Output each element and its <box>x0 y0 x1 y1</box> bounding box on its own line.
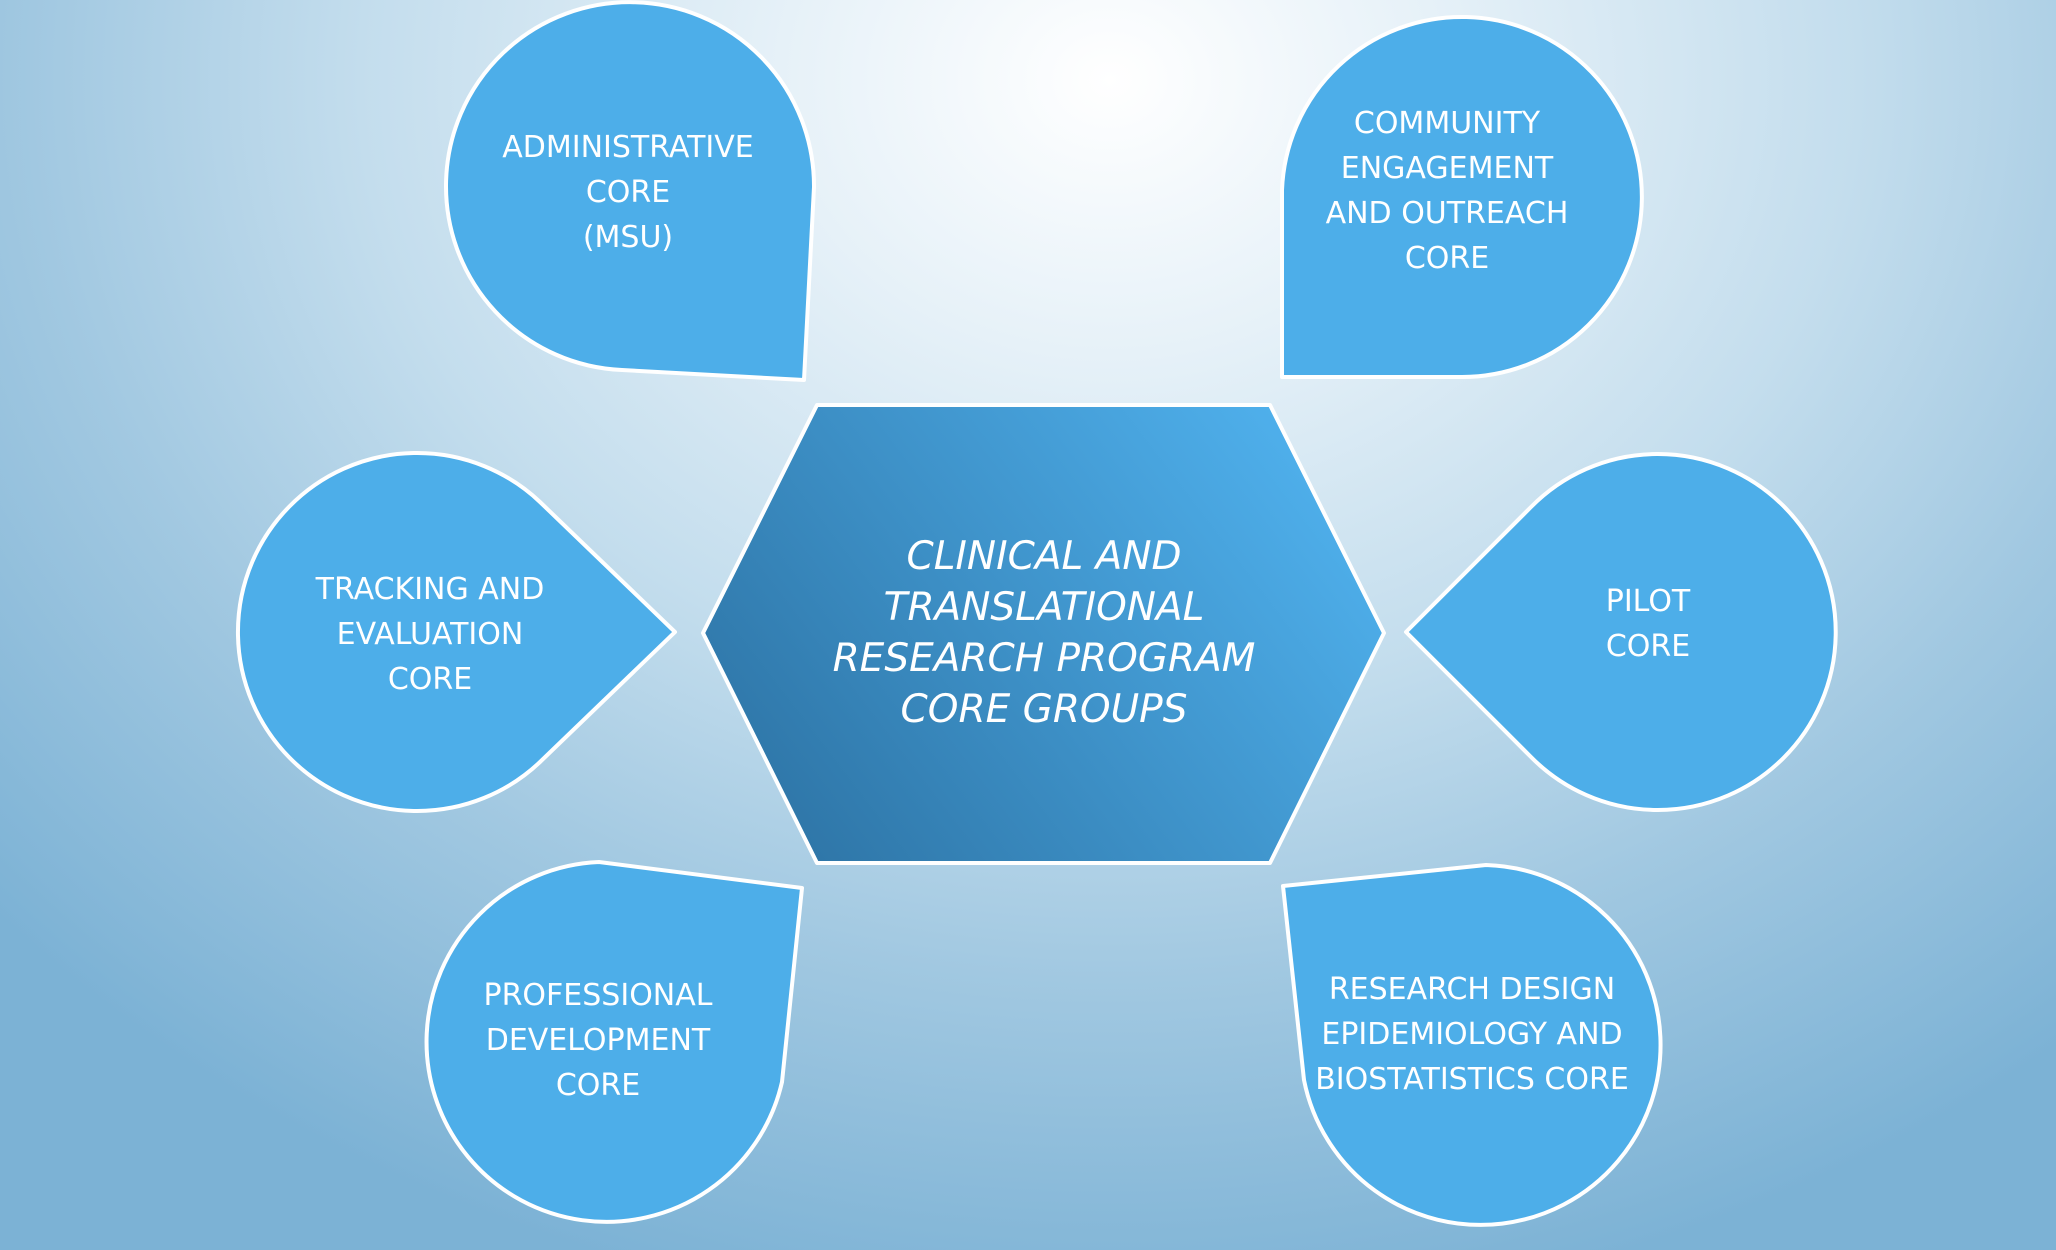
core-label-line: CORE <box>555 1067 641 1103</box>
core-label-line: CORE <box>1404 241 1490 276</box>
administrative-core-label: ADMINISTRATIVE CORE (MSU) <box>468 122 788 262</box>
research-design-core-shape <box>1281 863 1663 1227</box>
core-label-line: EVALUATION <box>336 616 524 652</box>
center-title-line: TRANSLATIONAL <box>883 585 1205 630</box>
core-label-line: RESEARCH DESIGN <box>1328 971 1616 1007</box>
core-label-line: COMMUNITY <box>1353 106 1541 141</box>
core-label-line: CORE <box>1605 629 1691 664</box>
tracking-evaluation-core-shape <box>236 451 677 813</box>
core-label-line: ADMINISTRATIVE <box>502 129 754 165</box>
core-label-line: PILOT <box>1605 584 1691 619</box>
core-label-line: BIOSTATISTICS CORE <box>1315 1061 1629 1097</box>
pilot-core-shape <box>1404 452 1838 812</box>
core-label-line: TRACKING AND <box>315 571 545 607</box>
professional-development-core-shape <box>424 860 804 1224</box>
core-label-line: (MSU) <box>582 219 674 255</box>
center-title-line: RESEARCH PROGRAM <box>832 636 1256 681</box>
core-label-line: PROFESSIONAL <box>483 977 713 1013</box>
center-title-line: CLINICAL AND <box>906 534 1182 579</box>
administrative-core-shape <box>444 0 817 382</box>
core-label-line: AND OUTREACH <box>1325 196 1569 231</box>
core-label-line: EPIDEMIOLOGY AND <box>1321 1016 1623 1052</box>
tracking-evaluation-core-label: TRACKING AND EVALUATION CORE <box>270 564 590 704</box>
center-title-line: CORE GROUPS <box>900 687 1188 732</box>
professional-development-core-label: PROFESSIONAL DEVELOPMENT CORE <box>438 970 758 1110</box>
research-design-core-label: RESEARCH DESIGN EPIDEMIOLOGY AND BIOSTAT… <box>1292 964 1652 1104</box>
center-title: CLINICAL AND TRANSLATIONAL RESEARCH PROG… <box>778 520 1310 746</box>
center-hexagon <box>701 403 1386 865</box>
core-label-line: CORE <box>387 661 473 697</box>
core-label-line: ENGAGEMENT <box>1340 151 1554 186</box>
pilot-core-label: PILOT CORE <box>1488 578 1808 670</box>
core-label-line: CORE <box>585 174 671 210</box>
core-label-line: DEVELOPMENT <box>485 1022 711 1058</box>
community-engagement-core-shape <box>1280 15 1644 379</box>
community-engagement-core-label: COMMUNITY ENGAGEMENT AND OUTREACH CORE <box>1287 100 1607 282</box>
